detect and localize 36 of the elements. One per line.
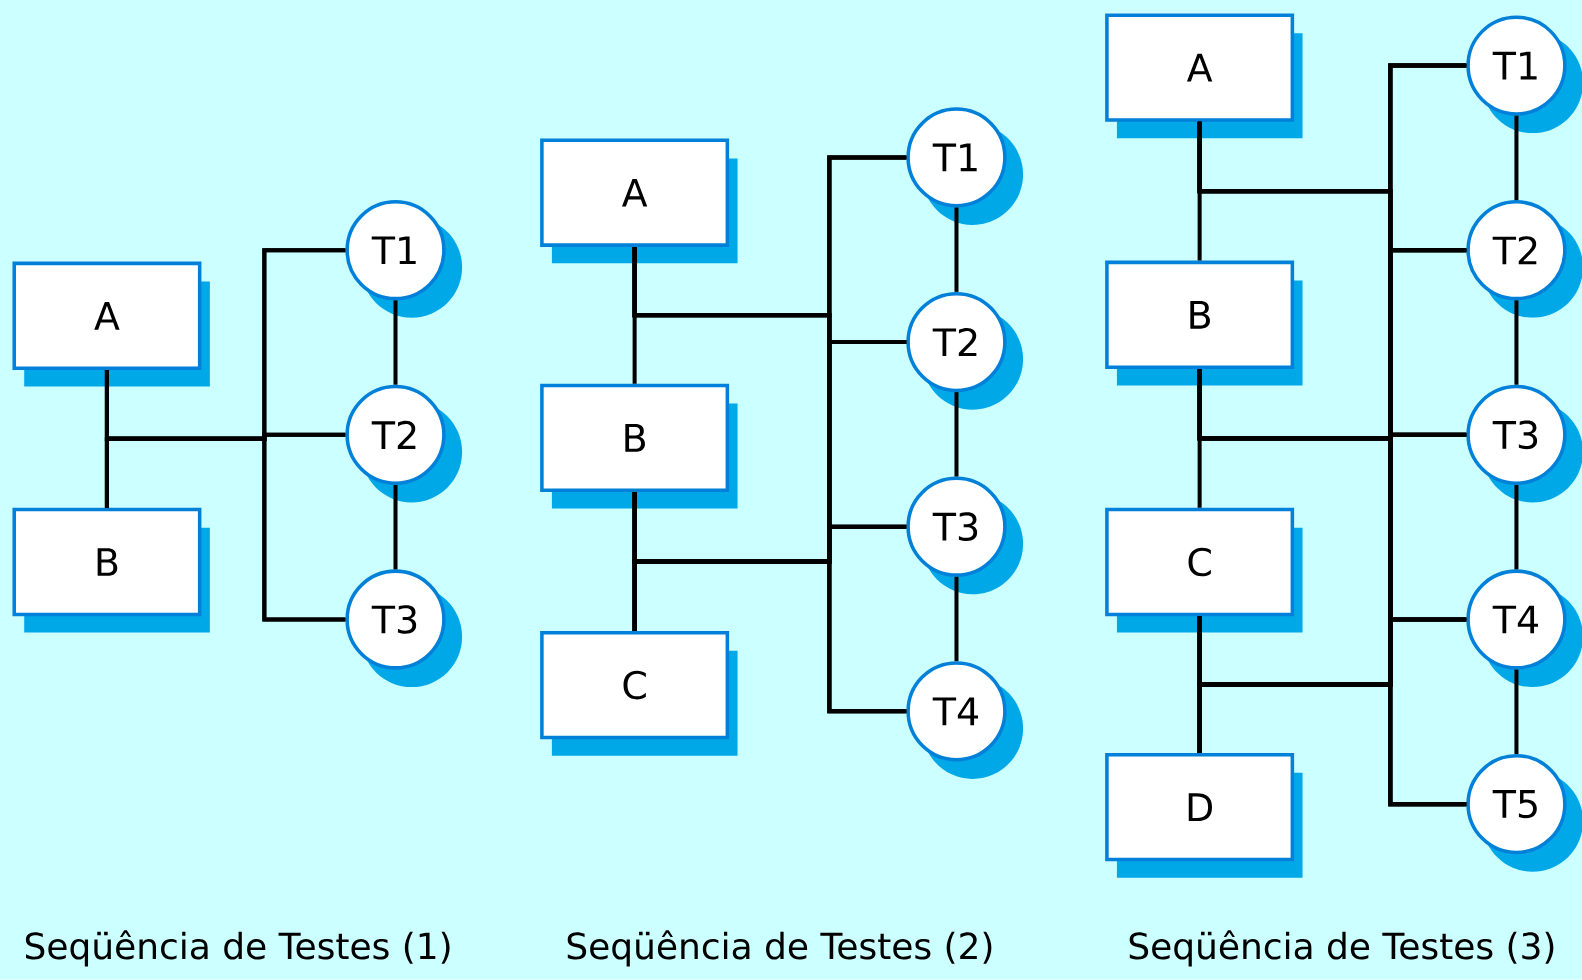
process-box: C xyxy=(540,631,738,756)
process-box: B xyxy=(1105,260,1303,386)
connector-line xyxy=(954,576,959,662)
connector-line xyxy=(632,559,907,714)
connector-line xyxy=(1514,485,1519,570)
circle-node: T2 xyxy=(906,292,1024,410)
process-box: C xyxy=(1105,507,1303,633)
circle-node: T3 xyxy=(345,569,463,688)
circle-node: T1 xyxy=(906,107,1024,226)
connector-line xyxy=(954,392,959,477)
process-box: D xyxy=(1105,753,1303,878)
connector-line xyxy=(1514,300,1519,385)
circle-node: T1 xyxy=(345,200,463,318)
circle-node: T1 xyxy=(1466,15,1582,134)
caption: Seqüência de Testes (2) xyxy=(567,930,992,967)
connector-line xyxy=(1197,682,1467,807)
circle-node: T3 xyxy=(1466,384,1582,503)
connector-line xyxy=(393,485,398,570)
circle-node: T4 xyxy=(906,661,1024,780)
process-box: B xyxy=(12,507,210,633)
process-box: B xyxy=(540,383,738,509)
circle-node: T4 xyxy=(1466,569,1582,688)
process-box: A xyxy=(12,261,210,387)
connector-line xyxy=(393,300,398,385)
connector-line xyxy=(954,207,959,293)
process-box: A xyxy=(540,138,738,264)
process-box: A xyxy=(1105,13,1303,139)
circle-node: T3 xyxy=(906,476,1024,595)
caption: Seqüência de Testes (1) xyxy=(25,930,450,967)
circle-node: T2 xyxy=(345,384,463,503)
caption: Seqüência de Testes (3) xyxy=(1129,930,1554,967)
circle-node: T2 xyxy=(1466,200,1582,318)
connector-line xyxy=(1514,669,1519,755)
connector-line xyxy=(104,437,346,622)
circle-node: T5 xyxy=(1466,754,1582,872)
connector-line xyxy=(1514,115,1519,201)
